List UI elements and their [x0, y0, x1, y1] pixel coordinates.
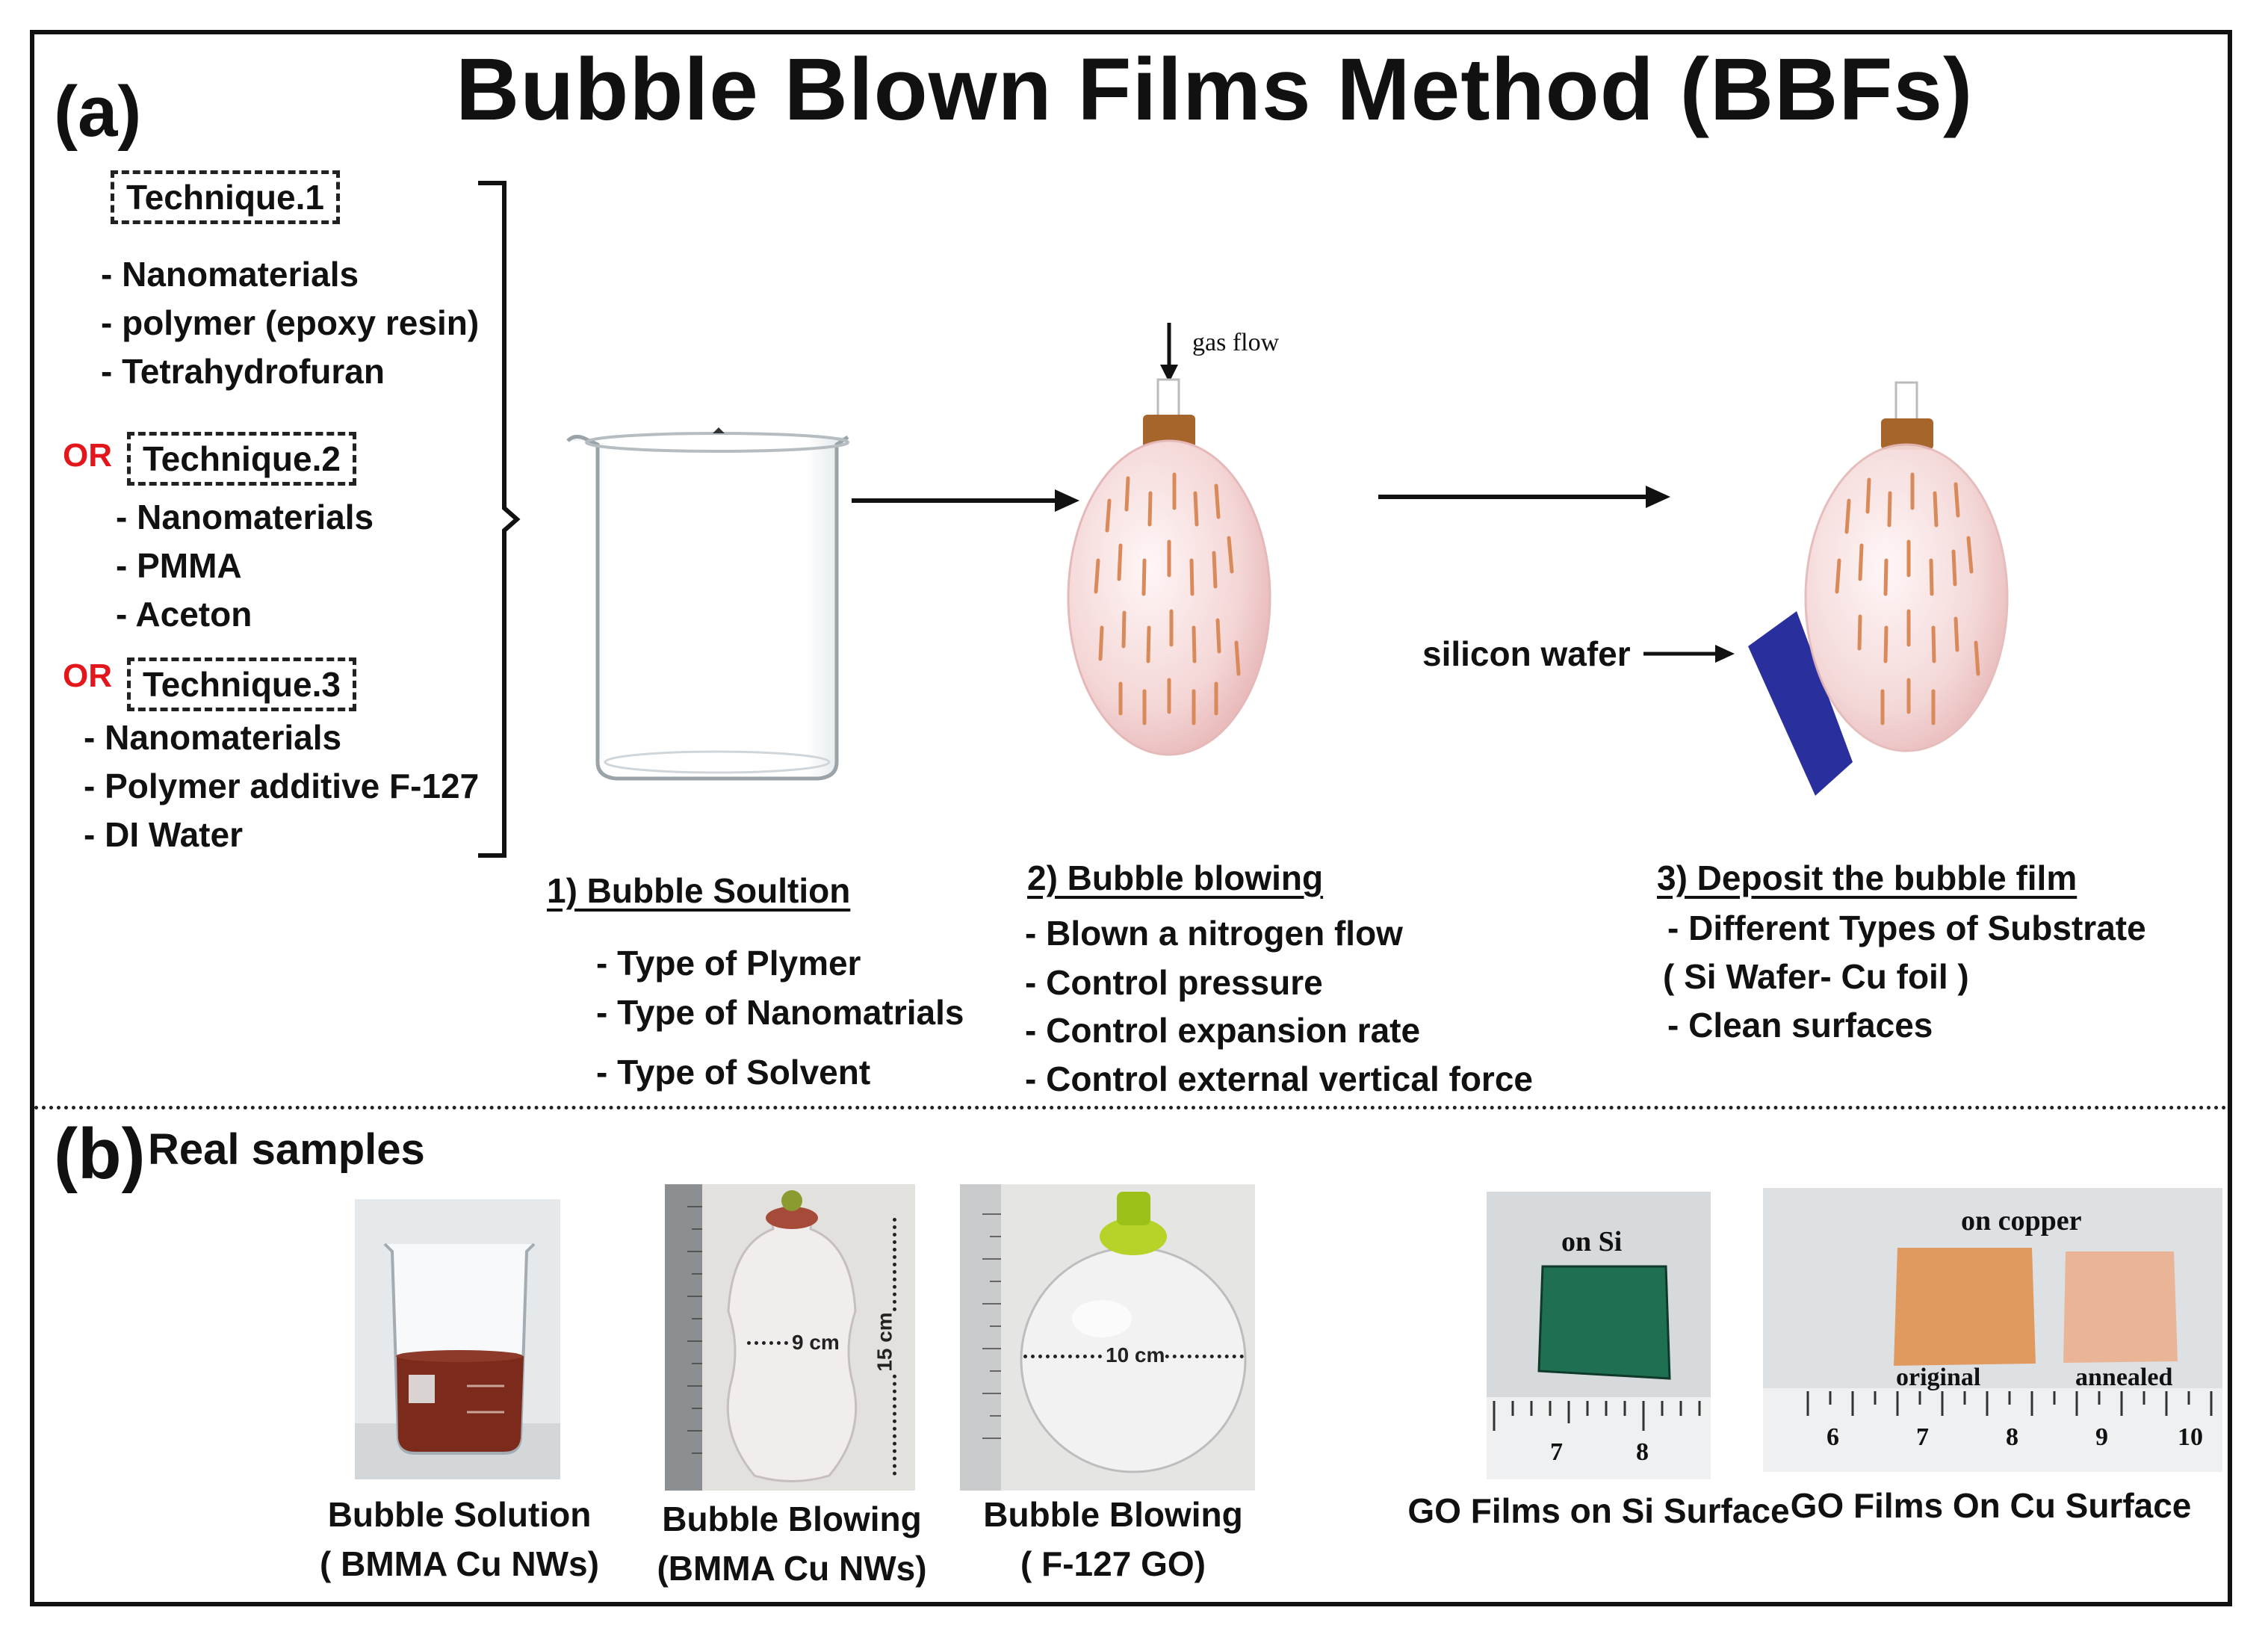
step-3-heading: 3) Deposit the bubble film — [1657, 858, 2078, 897]
ruler-number: 9 — [2095, 1423, 2108, 1451]
ruler-number: 8 — [1636, 1438, 1649, 1466]
ruler-number: 10 — [2178, 1423, 2203, 1451]
caption-3-line2: ( F-127 GO) — [1020, 1544, 1206, 1583]
step-1-item: - Type of Solvent — [596, 1053, 871, 1092]
process-illustrations — [566, 323, 2009, 796]
step-1-item: - Type of Plymer — [596, 944, 861, 983]
step-2-heading: 2) Bubble blowing — [1027, 858, 1324, 897]
caption-3-line1: Bubble Blowing — [983, 1495, 1243, 1534]
caption-2-line1: Bubble Blowing — [662, 1500, 922, 1538]
technique-2-item: - PMMA — [116, 546, 242, 585]
technique-bracket — [478, 181, 521, 858]
height-dimension-label: 15 cm — [873, 1312, 897, 1372]
photo-bubble-blowing-bmma: 9 cm 15 cm — [665, 1184, 915, 1491]
caption-2-line2: (BMMA Cu NWs) — [657, 1549, 927, 1588]
arrow-right-icon — [852, 489, 1079, 512]
arrow-down-icon — [1160, 323, 1178, 383]
step-1-item: - Type of Nanomatrials — [596, 993, 964, 1032]
technique-1-item: - polymer (epoxy resin) — [101, 303, 480, 342]
ruler-number: 8 — [2006, 1423, 2018, 1451]
photo-go-on-si: on Si 7 8 — [1487, 1192, 1711, 1479]
silicon-wafer-label: silicon wafer — [1422, 634, 1631, 673]
technique-3-box: Technique.3 — [127, 657, 356, 711]
or-label: OR — [63, 437, 112, 474]
or-label: OR — [63, 657, 112, 694]
step-2-item: - Control pressure — [1025, 963, 1323, 1002]
step-1-heading: 1) Bubble Soultion — [547, 871, 851, 910]
caption-1-line1: Bubble Solution — [327, 1495, 592, 1534]
technique-3-item: - Polymer additive F-127 — [84, 767, 480, 805]
step-2-item: - Blown a nitrogen flow — [1025, 914, 1403, 953]
step-3-item: - Clean surfaces — [1667, 1006, 1933, 1045]
figure-frame — [30, 30, 2232, 1606]
caption-4: GO Films on Si Surface — [1407, 1491, 1790, 1530]
ruler-number: 6 — [1827, 1423, 1839, 1451]
bubble-photo-icon — [960, 1184, 1255, 1491]
technique-1-item: - Nanomaterials — [101, 255, 359, 294]
figure-title: Bubble Blown Films Method (BBFs) — [456, 40, 1974, 139]
photo-go-on-cu: on copper original annealed 6 7 8 9 10 — [1763, 1188, 2222, 1472]
on-copper-label: on copper — [1961, 1205, 2082, 1237]
width-dimension-line — [747, 1341, 825, 1345]
caption-1-line2: ( BMMA Cu NWs) — [320, 1544, 599, 1583]
cu-sample-photo-icon — [1763, 1188, 2222, 1472]
step-2-item: - Control external vertical force — [1025, 1059, 1533, 1098]
arrow-right-icon — [1378, 486, 1670, 508]
original-label: original — [1896, 1364, 1981, 1391]
beaker-icon — [566, 427, 849, 781]
gas-flow-label: gas flow — [1192, 329, 1280, 356]
caption-5: GO Films On Cu Surface — [1790, 1486, 2192, 1525]
step-3-item: ( Si Wafer- Cu foil ) — [1663, 957, 1969, 996]
panel-divider — [34, 1106, 2228, 1110]
technique-2-item: - Nanomaterials — [116, 498, 374, 536]
technique-2-box: Technique.2 — [127, 432, 356, 486]
panel-a-label: (a) — [54, 72, 142, 152]
bubble-on-wafer-icon — [1748, 381, 2009, 796]
ruler-number: 7 — [1916, 1423, 1929, 1451]
on-si-label: on Si — [1561, 1226, 1623, 1257]
panel-b-title: Real samples — [148, 1125, 425, 1174]
beaker-photo-icon — [355, 1199, 560, 1479]
annealed-label: annealed — [2075, 1364, 2173, 1391]
technique-3-item: - DI Water — [84, 815, 243, 854]
photo-bubble-blowing-f127: 10 cm — [960, 1184, 1255, 1491]
panel-b-label: (b) — [54, 1114, 146, 1194]
step-3-item: - Different Types of Substrate — [1667, 909, 2146, 947]
width-dimension-label: 9 cm — [792, 1331, 840, 1355]
arrow-right-icon — [1643, 645, 1735, 663]
technique-2-item: - Aceton — [116, 595, 252, 634]
step-2-item: - Control expansion rate — [1025, 1011, 1421, 1050]
bubble-icon — [1067, 378, 1271, 756]
ruler-number: 7 — [1550, 1438, 1563, 1466]
photo-bubble-solution — [355, 1199, 560, 1479]
technique-3-item: - Nanomaterials — [84, 718, 342, 757]
width-dimension-label: 10 cm — [1106, 1343, 1165, 1367]
technique-1-item: - Tetrahydrofuran — [101, 352, 385, 391]
si-sample-photo-icon — [1487, 1192, 1711, 1479]
technique-1-box: Technique.1 — [111, 170, 340, 224]
